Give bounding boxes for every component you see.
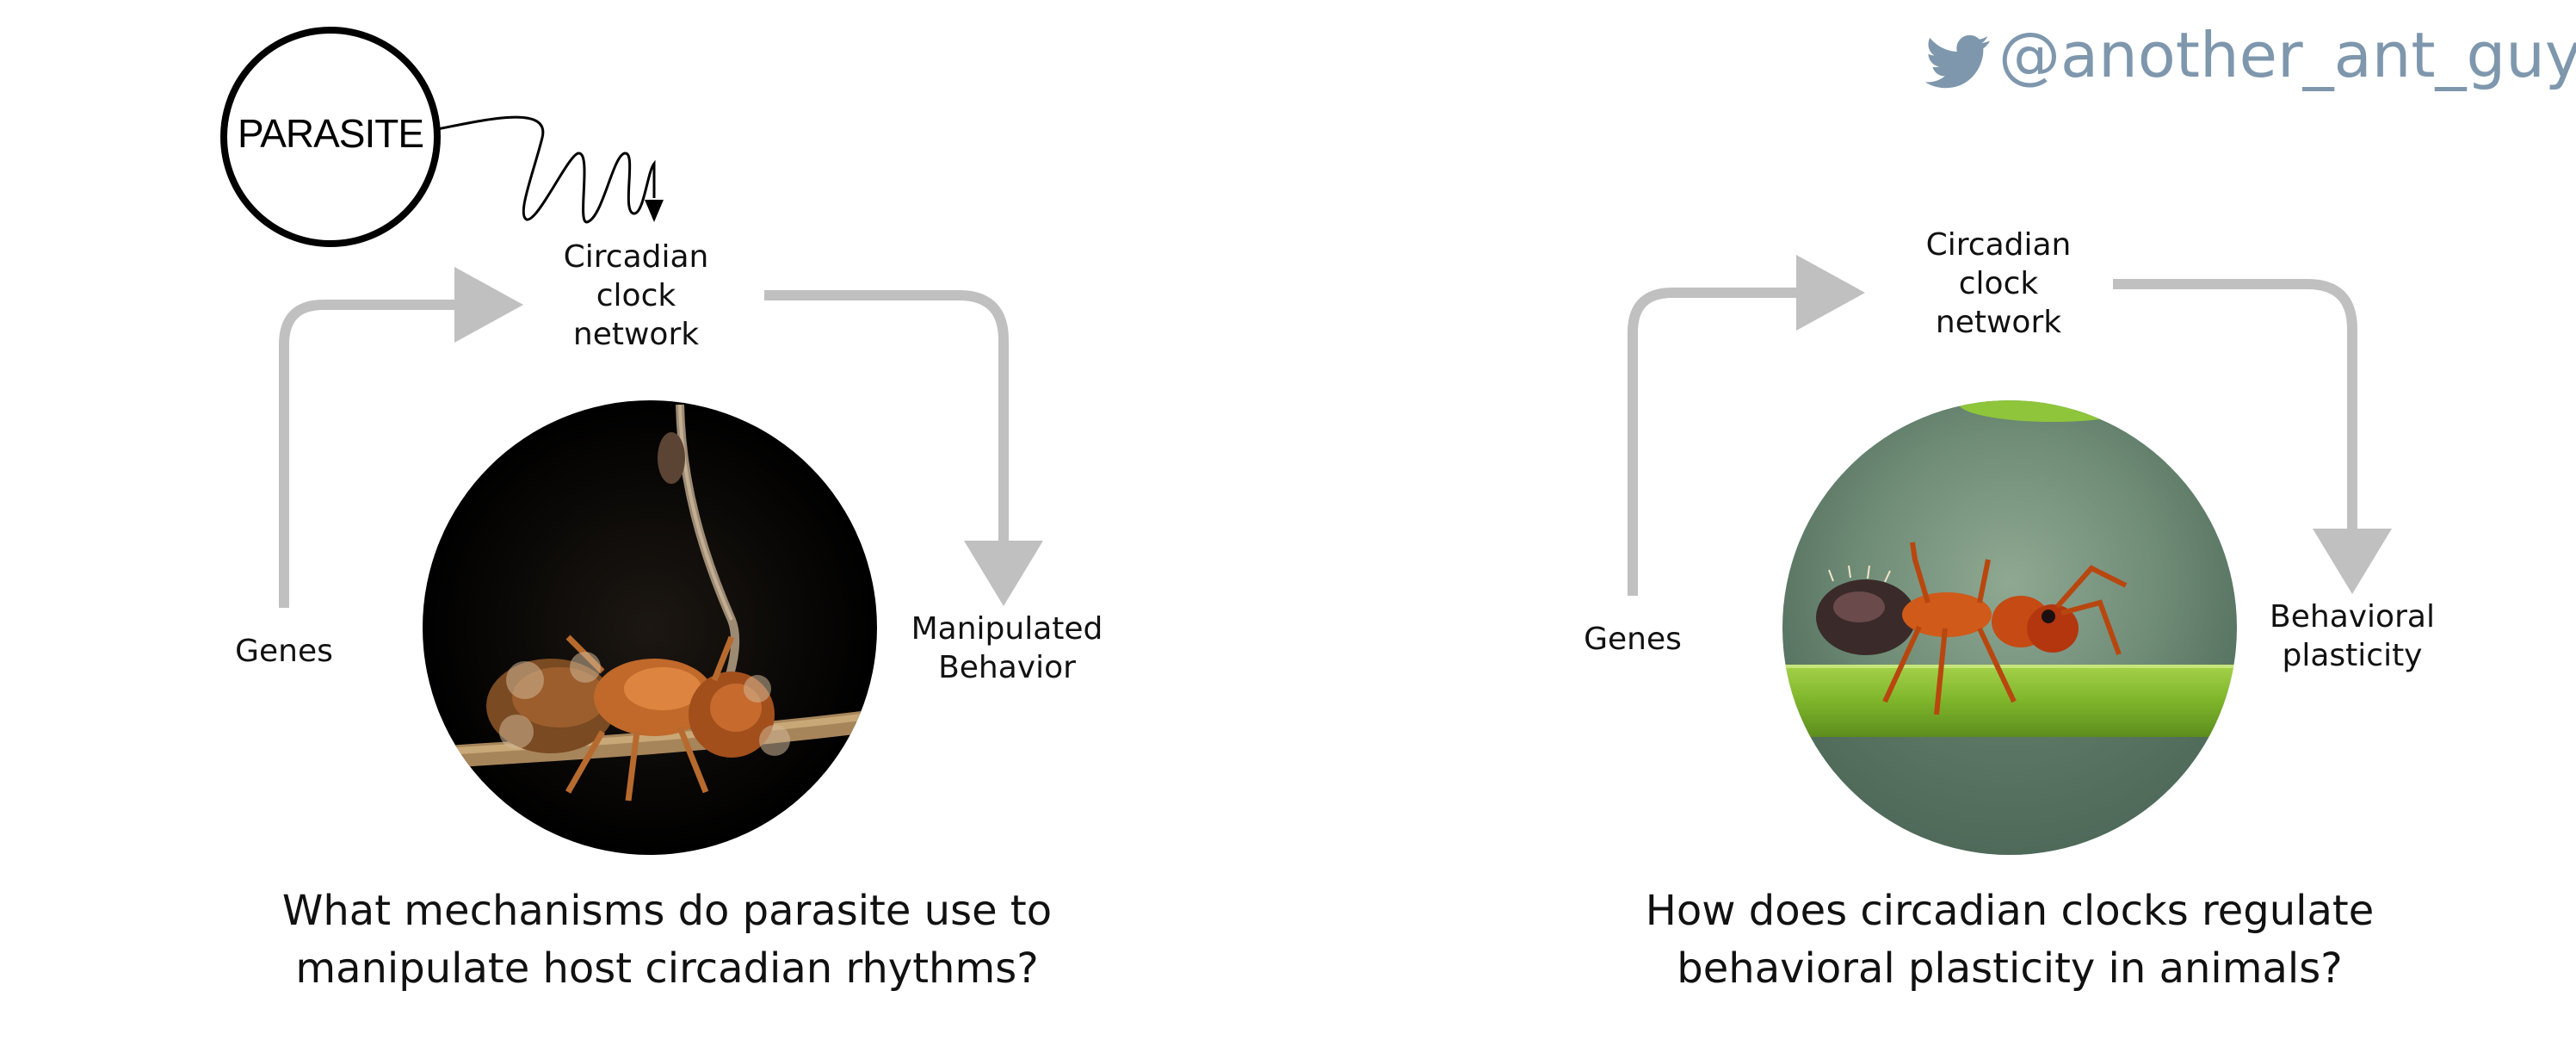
parasite-label: PARASITE <box>237 111 424 156</box>
right-output-label: Behavioral plasticity <box>2270 599 2435 673</box>
twitter-handle-text[interactable]: @another_ant_guy <box>1998 19 2576 91</box>
twitter-handle[interactable]: @another_ant_guy <box>1998 19 2576 91</box>
right-output-arrow <box>2113 279 2357 532</box>
left-question: What mechanisms do parasite use to manip… <box>281 887 1053 994</box>
parasite-squiggle <box>436 115 656 224</box>
fungus-ant-photo <box>423 400 877 855</box>
left-output-arrowhead <box>964 541 1043 606</box>
left-input-arrow <box>279 300 465 608</box>
parasite-circle <box>220 27 441 247</box>
left-genes-label: Genes <box>235 634 333 669</box>
right-output-arrowhead <box>2313 529 2392 594</box>
parasite-arrowhead <box>645 200 664 222</box>
right-genes-label: Genes <box>1584 622 1682 657</box>
right-input-arrow <box>1628 288 1806 596</box>
left-clock-label: Circadian clock network <box>563 239 709 352</box>
twitter-bird-icon <box>1924 34 1990 89</box>
left-output-arrow <box>764 290 1009 544</box>
left-output-label: Manipulated Behavior <box>911 611 1103 685</box>
right-input-arrowhead <box>1796 255 1865 331</box>
right-question: How does circadian clocks regulate behav… <box>1645 887 2375 994</box>
left-input-arrowhead <box>454 267 523 343</box>
right-clock-label: Circadian clock network <box>1925 227 2072 340</box>
ant-stem-photo <box>1782 400 2237 855</box>
